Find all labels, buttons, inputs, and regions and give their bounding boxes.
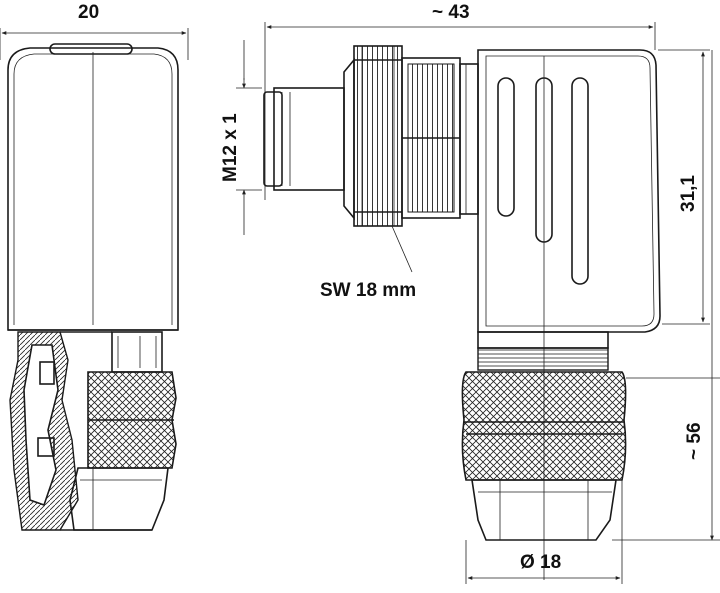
dimension-diameter	[465, 480, 623, 584]
dimension-total-height	[612, 50, 720, 541]
dimension-length	[264, 22, 656, 200]
right-side-view	[236, 22, 720, 584]
label-diameter: Ø 18	[520, 552, 561, 573]
label-width: 20	[78, 2, 99, 23]
label-body-height: 31,1	[678, 175, 699, 212]
dimension-thread	[236, 40, 262, 235]
label-thread: M12 x 1	[220, 113, 241, 182]
label-total-height: ~ 56	[684, 422, 705, 460]
label-length: ~ 43	[432, 2, 470, 23]
left-side-view	[0, 28, 189, 531]
dimension-body-height	[658, 49, 710, 325]
label-wrench-size: SW 18 mm	[320, 280, 416, 301]
dimension-width	[0, 28, 189, 60]
